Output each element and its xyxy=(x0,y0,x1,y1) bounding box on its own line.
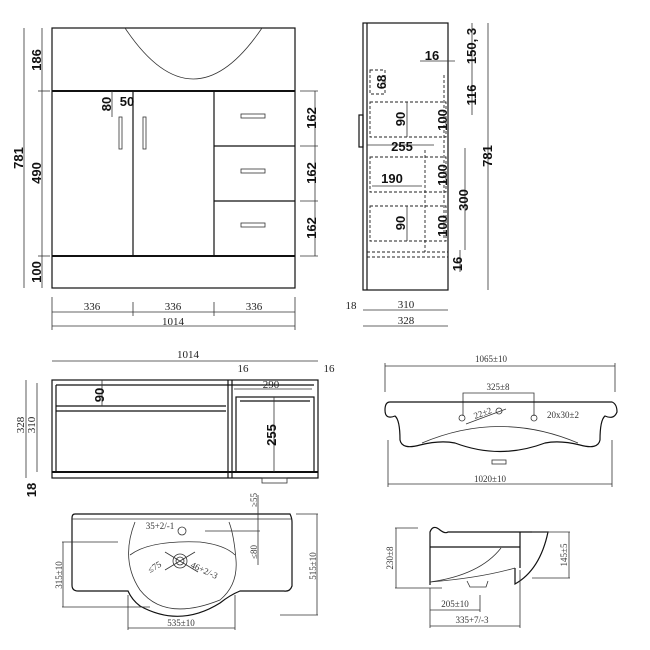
dim-plan-290: 290 xyxy=(263,379,280,391)
basin-top-outline xyxy=(71,513,293,617)
dim-190: 190 xyxy=(381,171,403,186)
dim-drawer-100: 100 xyxy=(435,109,450,131)
dim-205: 205±10 xyxy=(441,599,469,609)
dim-116: 116 xyxy=(464,85,479,106)
dim-515: 515±10 xyxy=(308,552,318,580)
dim-16-bottom: 16 xyxy=(450,257,465,271)
dim-145: 145±5 xyxy=(559,543,569,566)
dim-handle-80: 80 xyxy=(99,97,114,111)
drawer-handle xyxy=(240,113,266,119)
drawer-outline xyxy=(369,101,447,138)
basin-front-view: 1065±10 325±8 22±2 20x30±2 1020±10 xyxy=(384,354,618,487)
basin-plan-view: 35+2/-1 ≥55 ≤80 ≤75 46+2/-3 315±10 515±1… xyxy=(54,493,318,630)
plan-view: 1014 16 16 290 90 255 328 310 18 xyxy=(15,349,335,497)
drawer-handle xyxy=(240,168,266,174)
dim-handle-50: 50 xyxy=(120,94,134,109)
dim-plan-255: 255 xyxy=(264,424,279,446)
dim-335: 335+7/-3 xyxy=(455,615,489,625)
dim-plan-18: 18 xyxy=(24,483,39,497)
dim-width-2: 336 xyxy=(165,301,182,313)
dim-325: 325±8 xyxy=(487,382,510,392)
dim-22: 22±2 xyxy=(472,405,493,421)
cabinet-outline xyxy=(51,27,296,289)
dim-drawer-90: 90 xyxy=(393,112,408,126)
dim-width-1: 336 xyxy=(84,301,101,313)
dim-total-width: 1014 xyxy=(162,316,185,328)
waste-hole xyxy=(172,553,188,569)
dim-535: 535±10 xyxy=(167,618,195,628)
dim-80: ≤80 xyxy=(249,545,259,559)
dim-drawer-90: 90 xyxy=(393,216,408,230)
dim-1020: 1020±10 xyxy=(474,474,506,484)
door-handle xyxy=(142,116,147,150)
dim-315: 315±10 xyxy=(54,561,64,589)
side-handle xyxy=(358,114,364,148)
side-outline xyxy=(362,22,449,291)
basin-curve xyxy=(124,27,263,80)
dim-1065: 1065±10 xyxy=(475,354,507,364)
basin-profile xyxy=(384,401,618,453)
dim-width-3: 336 xyxy=(246,301,263,313)
drawer-outline xyxy=(369,205,447,242)
dim-68: 68 xyxy=(374,75,389,89)
dim-150-3: 150, 3 xyxy=(464,28,479,64)
dim-drawer-3: 162 xyxy=(304,217,319,239)
dim-total-height: 781 xyxy=(11,147,26,169)
dim-328: 328 xyxy=(398,315,415,327)
tap-hole xyxy=(177,526,187,536)
dim-basin-height: 186 xyxy=(29,49,44,71)
front-view: 186 490 100 781 80 50 162 162 162 336 33… xyxy=(11,27,319,330)
basin-side-profile xyxy=(429,526,549,586)
dim-230: 230±8 xyxy=(385,546,395,569)
door-handle xyxy=(118,116,123,150)
side-view: 16 150, 3 116 781 68 90 90 100 100 100 2… xyxy=(346,22,495,327)
dim-plan-328: 328 xyxy=(15,416,27,433)
dim-20x30: 20x30±2 xyxy=(547,410,579,420)
dim-drawer-100: 100 xyxy=(435,215,450,237)
dim-drawer-2: 162 xyxy=(304,162,319,184)
dim-plan-16a: 16 xyxy=(238,363,250,375)
dim-35: 35+2/-1 xyxy=(146,521,175,531)
dim-55: ≥55 xyxy=(249,493,259,507)
dim-46: 46+2/-3 xyxy=(189,560,220,581)
dim-18: 18 xyxy=(346,300,358,312)
dim-plan-16b: 16 xyxy=(324,363,336,375)
dim-plan-90: 90 xyxy=(92,388,107,402)
dim-drawer-100: 100 xyxy=(435,164,450,186)
dim-side-781: 781 xyxy=(480,145,495,167)
drawer-handle xyxy=(240,222,266,228)
plan-outline xyxy=(51,379,319,479)
dim-plinth-height: 100 xyxy=(29,261,44,283)
dim-16-top: 16 xyxy=(425,48,439,63)
dim-255: 255 xyxy=(391,139,413,154)
dim-plan-310: 310 xyxy=(26,416,38,433)
dim-door-height: 490 xyxy=(29,162,44,184)
dim-75: ≤75 xyxy=(146,559,164,575)
drawer-outline xyxy=(369,156,447,193)
basin-side-view: 230±8 145±5 205±10 335+7/-3 xyxy=(385,526,570,628)
dim-drawer-1: 162 xyxy=(304,107,319,129)
dim-310: 310 xyxy=(398,299,415,311)
dim-plan-1014: 1014 xyxy=(177,349,200,361)
dim-300: 300 xyxy=(456,189,471,211)
